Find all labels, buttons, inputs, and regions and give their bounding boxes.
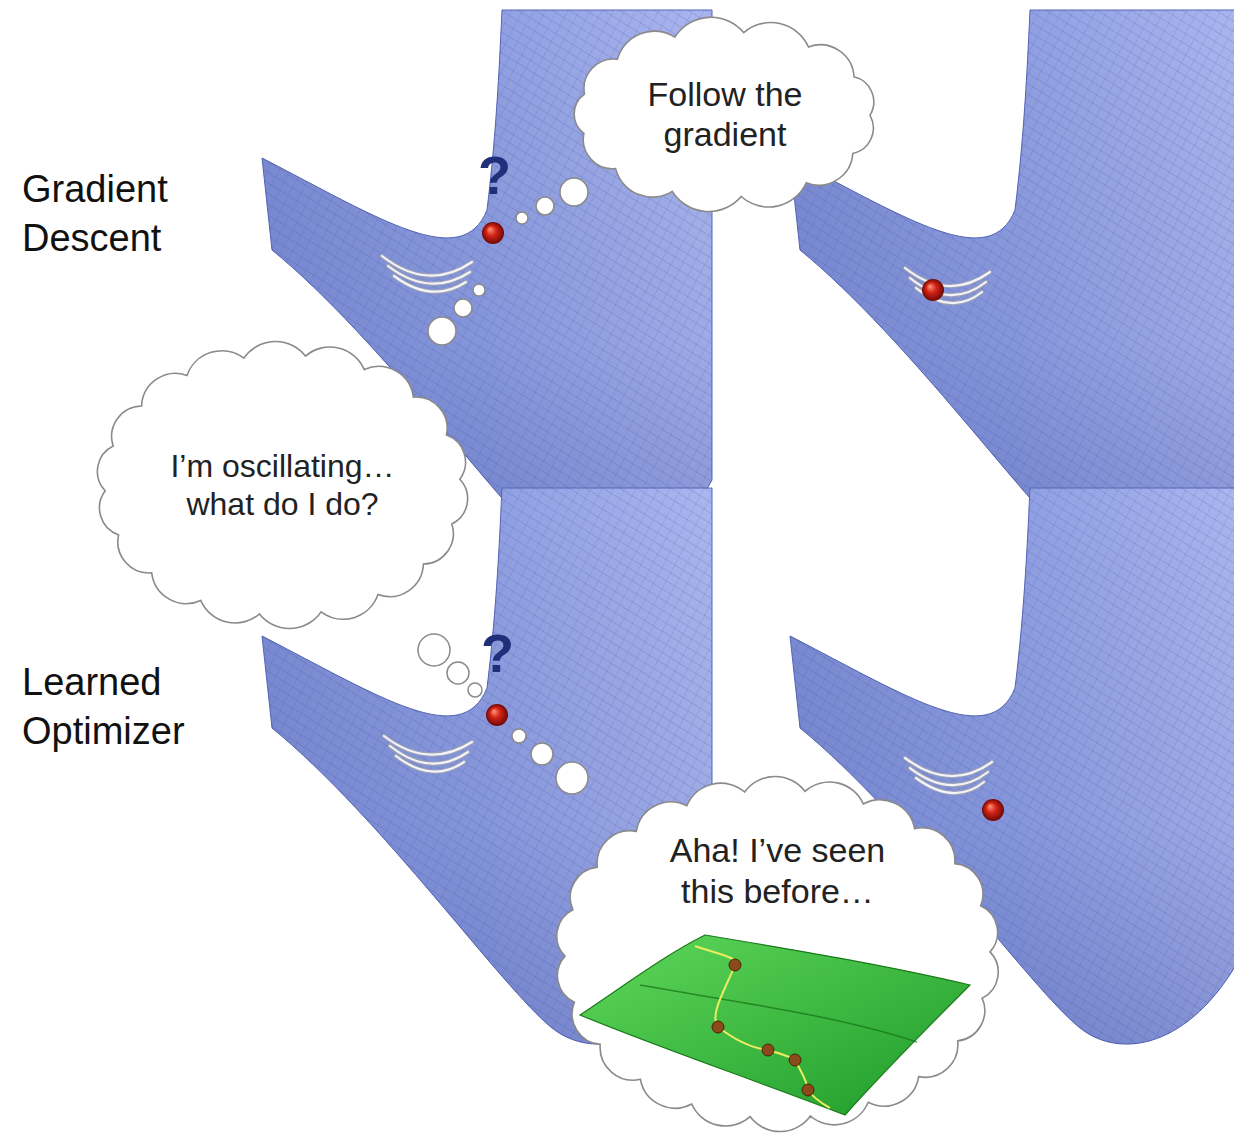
drawing-part (454, 299, 472, 317)
drawing-part (916, 778, 984, 793)
drawing-part (418, 634, 450, 666)
ball (482, 222, 1004, 821)
drawing-part (982, 799, 1004, 821)
drawing-part (536, 197, 554, 215)
remembered-surface (545, 770, 1010, 1138)
drawing-part (516, 212, 528, 224)
cloud-outline (557, 776, 998, 1131)
drawing-part (802, 1084, 814, 1096)
trajectory-trails (382, 256, 992, 793)
green-surface (580, 935, 970, 1115)
cloud-outline (574, 17, 874, 211)
question-mark: ? (478, 148, 518, 202)
row-label: Learned Optimizer (22, 658, 232, 757)
drawing-part (762, 1044, 774, 1056)
drawing-part (482, 222, 504, 244)
drawing-part (382, 256, 992, 793)
remembered-path (695, 946, 830, 1108)
drawing-part (394, 276, 466, 292)
drawing-part (512, 729, 526, 743)
drawing-part (382, 256, 472, 276)
drawing-part (468, 683, 482, 697)
drawing-part (486, 704, 508, 726)
drawing-part (473, 284, 485, 296)
drawing-part (922, 279, 944, 301)
thought-cloud: I’m oscillating… what do I do? (85, 335, 480, 635)
drawing-part (396, 756, 464, 772)
cloud-outline (97, 341, 467, 628)
drawing-part (447, 662, 469, 684)
question-mark: ? (481, 626, 521, 680)
thought-text: Aha! I’ve seen this before… (643, 830, 913, 912)
thought-text: I’m oscillating… what do I do? (170, 447, 395, 524)
drawing-part (556, 762, 588, 794)
thought-text: Follow the gradient (625, 75, 825, 153)
remembered-balls (712, 959, 814, 1096)
row-label: Gradient Descent (22, 165, 222, 264)
cloud-outline (85, 335, 480, 635)
drawing-part (382, 256, 992, 793)
thought-cloud: Aha! I’ve seen this before… (545, 770, 1010, 1138)
drawing-part (789, 1054, 801, 1066)
drawing-part (560, 178, 588, 206)
drawing-part (729, 959, 741, 971)
drawing-part (531, 743, 553, 765)
surface-fold (640, 985, 917, 1042)
drawing-part (428, 317, 456, 345)
drawing-part (712, 1021, 724, 1033)
thought-cloud: Follow the gradient (560, 12, 890, 217)
